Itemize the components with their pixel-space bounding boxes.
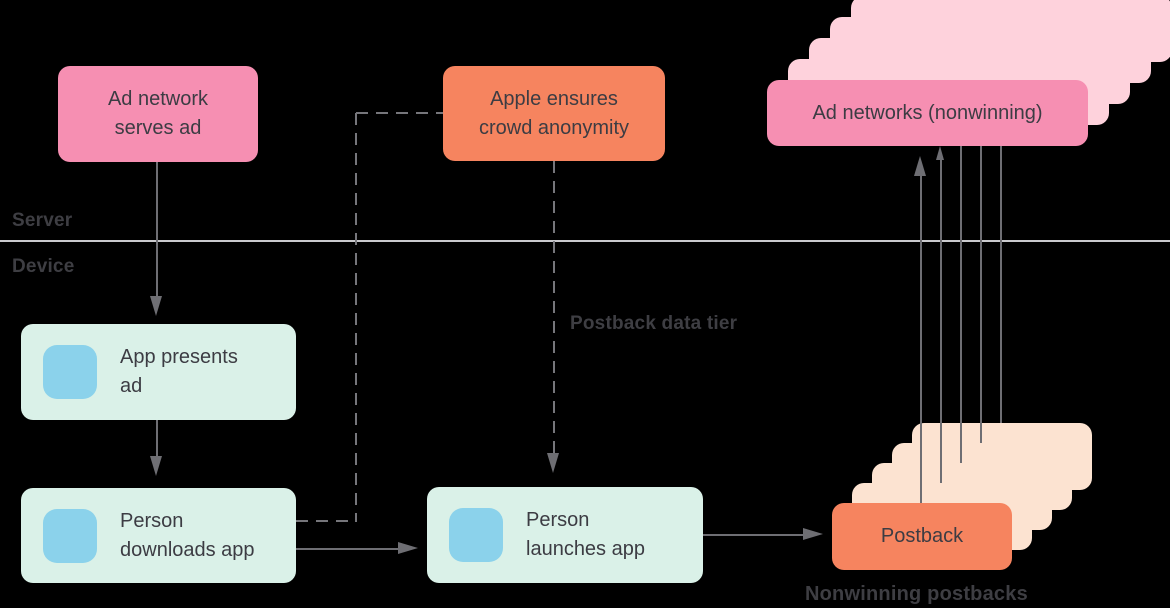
node-text: Person downloads app xyxy=(120,507,255,565)
node-text: Postback xyxy=(880,525,964,547)
node-text: Ad networks (nonwinning) xyxy=(812,101,1043,124)
node-apple-ensures-crowd-anonymity: Apple ensures crowd anonymity xyxy=(443,66,665,161)
node-person-downloads-app: Person downloads app xyxy=(21,488,296,583)
node-text-line: downloads app xyxy=(120,538,255,561)
postback-upline xyxy=(960,146,962,463)
arrowhead-up-icon xyxy=(936,146,944,160)
dashed-connector-horizontal-bottom xyxy=(296,520,356,522)
app-icon xyxy=(449,508,503,562)
node-person-launches-app: Person launches app xyxy=(427,487,703,583)
connector-line xyxy=(703,534,803,536)
arrowhead-right-icon xyxy=(398,542,418,554)
device-label: Device xyxy=(12,256,75,277)
postback-upline xyxy=(1000,146,1002,423)
node-text-line: App presents xyxy=(120,346,238,368)
node-ad-network-serves-ad: Ad network serves ad xyxy=(58,66,258,162)
node-postback: Postback xyxy=(832,503,1012,570)
connector-line xyxy=(156,162,158,296)
arrowhead-down-icon xyxy=(150,456,162,476)
dashed-postback-tier-line xyxy=(553,161,555,453)
arrowhead-right-icon xyxy=(803,528,823,540)
postback-upline xyxy=(940,160,942,483)
node-text: Apple ensures xyxy=(490,87,618,110)
node-app-presents-ad: App presents ad xyxy=(21,324,296,420)
node-text-line: launches app xyxy=(526,538,645,560)
postback-upline xyxy=(920,176,922,503)
node-text: Ad network xyxy=(107,88,209,110)
node-text: Person launches app xyxy=(526,506,645,564)
node-text: serves ad xyxy=(114,117,202,139)
node-text-line: Person xyxy=(526,509,590,531)
dashed-connector-horizontal-top xyxy=(356,112,443,114)
server-device-divider xyxy=(0,240,1170,242)
arrowhead-down-icon xyxy=(150,296,162,316)
arrowhead-up-icon xyxy=(914,156,926,176)
dashed-connector-vertical xyxy=(355,113,357,522)
postback-data-tier-label: Postback data tier xyxy=(570,313,738,334)
server-label: Server xyxy=(12,210,73,231)
node-text-line: Person xyxy=(120,509,184,532)
postback-upline xyxy=(980,146,982,443)
node-text: crowd anonymity xyxy=(478,116,630,139)
arrowhead-down-icon xyxy=(547,453,559,473)
connector-line xyxy=(296,548,398,550)
app-icon xyxy=(43,508,97,563)
node-ad-networks-nonwinning: Ad networks (nonwinning) xyxy=(767,80,1088,146)
connector-line xyxy=(156,420,158,456)
nonwinning-postbacks-label: Nonwinning postbacks xyxy=(805,583,1028,605)
node-text-line: ad xyxy=(120,375,143,397)
node-text: App presents ad xyxy=(120,343,238,401)
app-icon xyxy=(43,345,97,399)
